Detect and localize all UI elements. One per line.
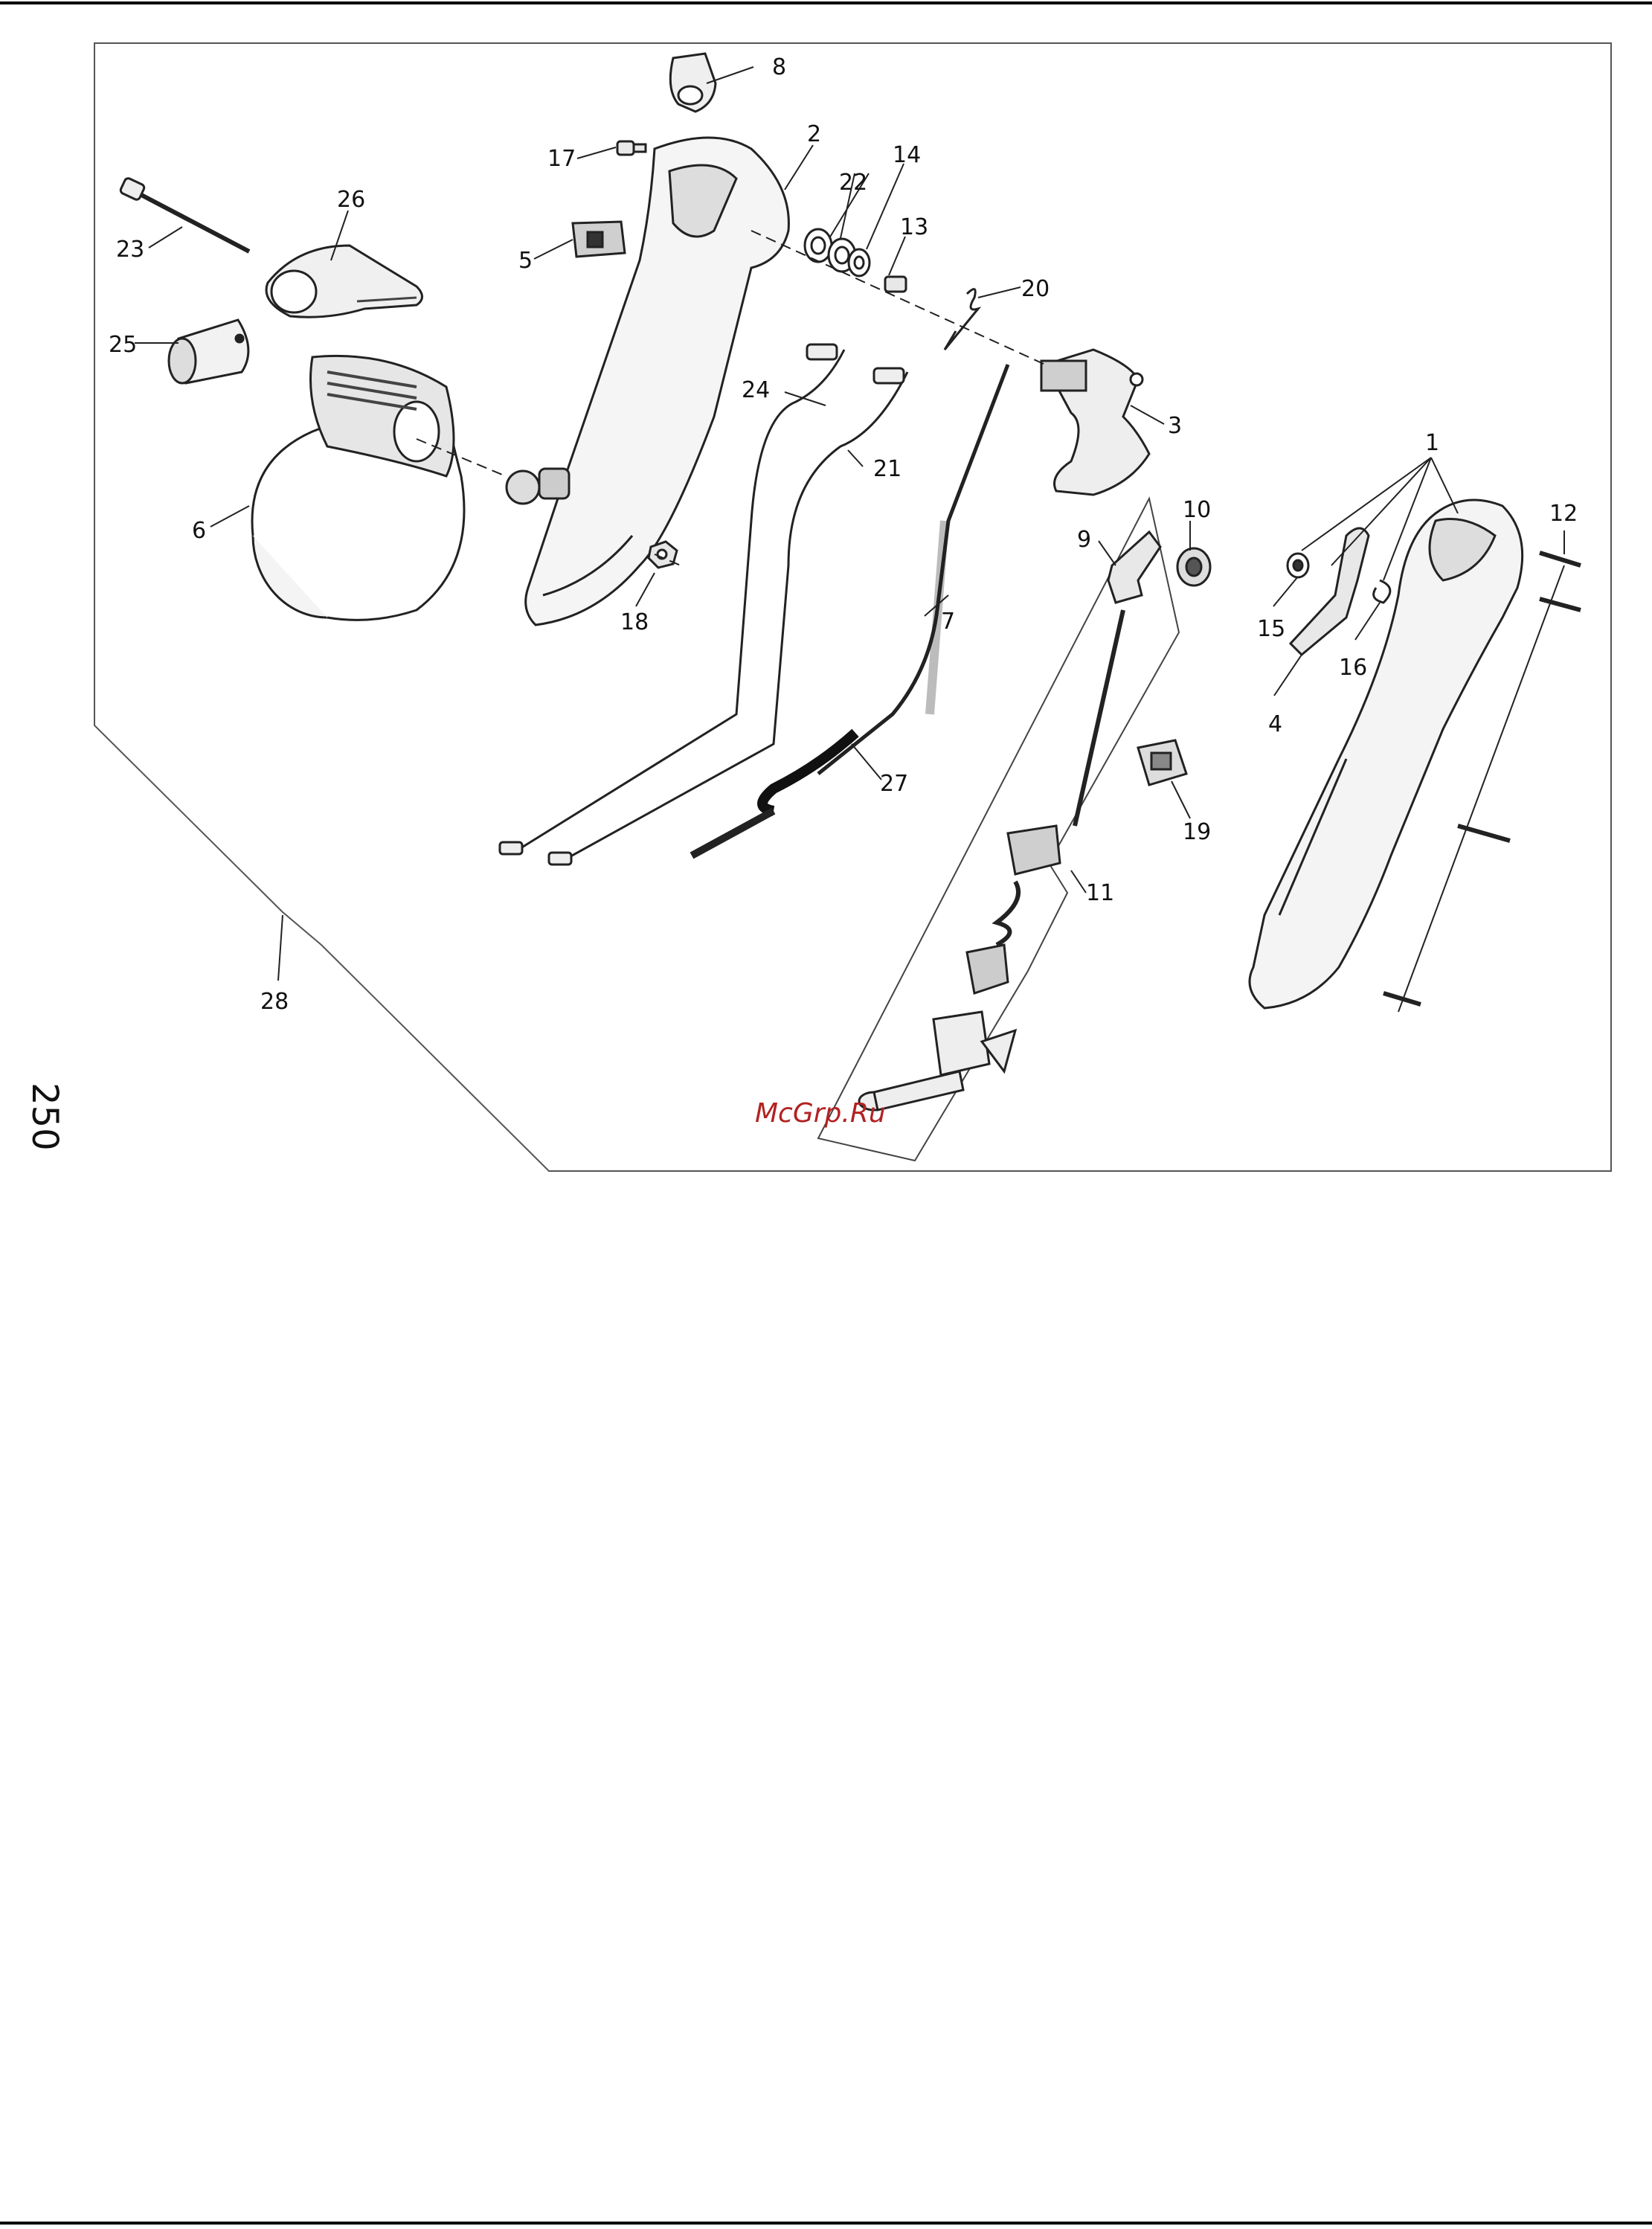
callout-6: 6	[192, 518, 206, 544]
latch-4	[1291, 528, 1369, 655]
callout-8: 8	[772, 54, 786, 80]
callout-20: 20	[1021, 276, 1050, 302]
callout-28: 28	[260, 989, 289, 1015]
bearing-10	[1177, 548, 1210, 586]
grommet-19	[1138, 740, 1186, 785]
pin-16	[1374, 580, 1390, 603]
callout-17: 17	[547, 146, 576, 172]
callout-23: 23	[116, 237, 144, 263]
callout-27: 27	[880, 771, 908, 797]
cable-end	[692, 811, 774, 856]
nut-part	[649, 542, 677, 568]
callout-19: 19	[1183, 819, 1211, 845]
bottom-rule	[0, 2222, 1652, 2225]
assembly-11	[859, 610, 1123, 1110]
switch-part	[573, 222, 625, 257]
callout-21: 21	[873, 456, 901, 482]
callout-25: 25	[109, 332, 137, 358]
callout-9: 9	[1077, 527, 1091, 553]
trigger-part	[1041, 350, 1149, 495]
screw-13	[885, 277, 906, 292]
callout-3: 3	[1168, 413, 1182, 439]
callout-12: 12	[1549, 501, 1578, 527]
callout-13: 13	[900, 214, 928, 240]
callout-7: 7	[941, 609, 955, 635]
callout-15: 15	[1257, 616, 1285, 642]
cylinder-part	[169, 320, 248, 383]
page-number: 250	[24, 1083, 65, 1151]
cable-7	[818, 365, 1008, 774]
watermark: McGrp.Ru	[755, 1098, 886, 1129]
coil-27	[762, 733, 855, 811]
callout-1: 1	[1425, 430, 1439, 456]
grip-part	[266, 246, 422, 317]
callout-2: 2	[807, 121, 821, 147]
callout-4: 4	[1268, 711, 1282, 737]
housing-1	[1250, 500, 1523, 1008]
screw-17	[617, 141, 646, 155]
clamp-ring-part	[252, 356, 464, 620]
callout-24: 24	[742, 377, 770, 403]
exploded-parts-diagram: 1 2 3 4 5 6 7 8 9 10 11 12 13 14 15 16 1…	[0, 0, 1652, 1190]
lever-9	[1108, 532, 1160, 603]
callout-10: 10	[1183, 497, 1211, 523]
callout-18: 18	[620, 609, 649, 635]
washer-15	[1288, 554, 1308, 577]
callout-5: 5	[518, 248, 533, 274]
callout-26: 26	[337, 187, 365, 213]
callout-14: 14	[893, 142, 921, 168]
callout-16: 16	[1339, 655, 1367, 681]
washer-14	[849, 249, 870, 276]
spring-part	[945, 289, 978, 350]
callout-22: 22	[839, 170, 867, 196]
callout-11: 11	[1086, 880, 1114, 906]
